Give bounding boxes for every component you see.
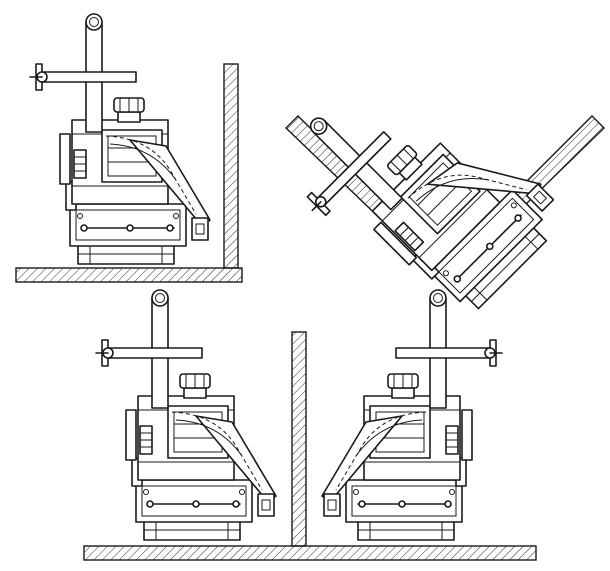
view-left-of-plate [83, 289, 537, 561]
view-inside-corner [15, 13, 243, 283]
floor-plate [15, 267, 243, 283]
carriage-top-left [29, 13, 211, 265]
view-rotated-45 [266, 37, 605, 344]
view-right-of-plate-mirrored [321, 289, 503, 541]
carriage-bottom-left [95, 289, 277, 541]
wall-plate [223, 63, 239, 269]
carriage-rotated [266, 37, 573, 344]
bottom-floor-plate [83, 545, 537, 561]
center-plate [291, 331, 307, 547]
carriage-bottom-right [321, 289, 503, 541]
